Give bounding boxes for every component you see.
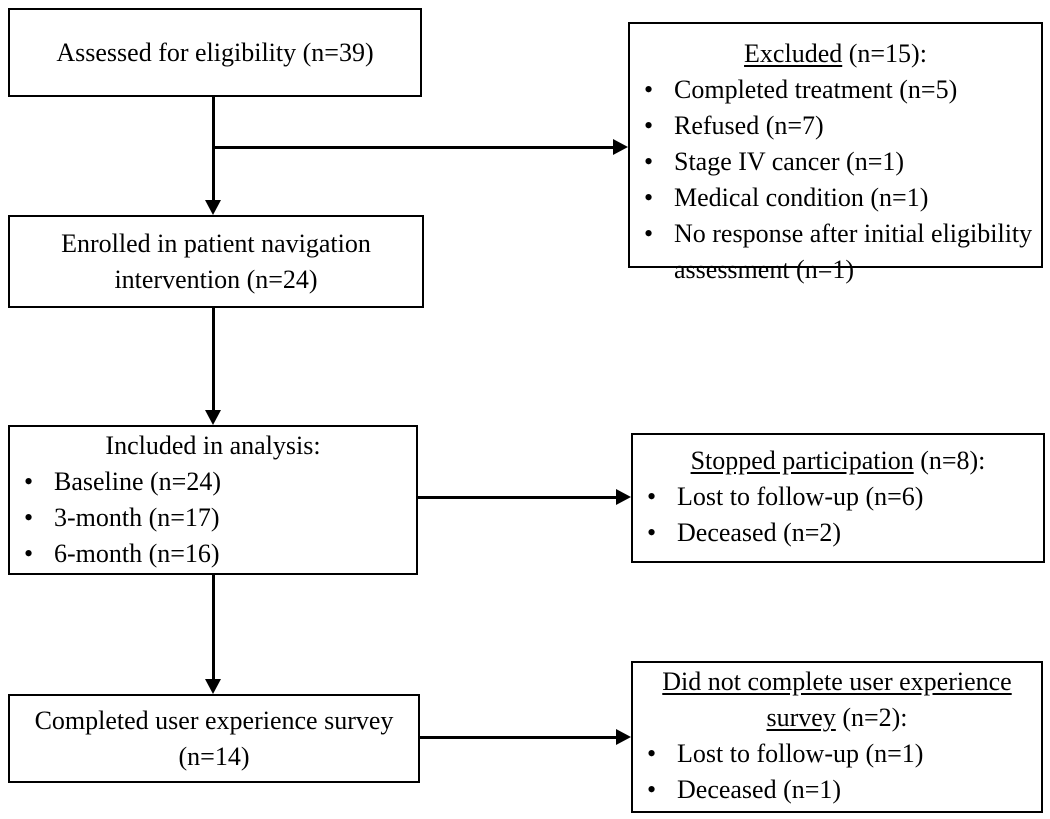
- arrowhead-right-excluded: [613, 139, 628, 155]
- box-not-completed-title-rest: (n=2):: [835, 703, 908, 732]
- arrowhead-right-stopped: [616, 489, 631, 505]
- bullet-icon: •: [647, 518, 657, 547]
- bullet-icon: •: [647, 775, 657, 804]
- bullet-item: • 3-month (n=17): [10, 500, 416, 536]
- bullet-text: Medical condition (n=1): [674, 183, 929, 212]
- box-excluded-title-underlined: Excluded: [744, 39, 843, 68]
- box-not-completed-title: Did not complete user experience survey …: [633, 664, 1041, 736]
- arrowhead-down-included: [205, 410, 221, 425]
- connector-assessed-to-enrolled: [212, 97, 215, 205]
- box-not-completed-survey: Did not complete user experience survey …: [631, 661, 1043, 813]
- connector-included-to-stopped: [416, 496, 618, 499]
- bullet-icon: •: [644, 75, 654, 104]
- bullet-item: • Medical condition (n=1): [630, 180, 1041, 216]
- bullet-icon: •: [24, 539, 34, 568]
- bullet-item: • Completed treatment (n=5): [630, 72, 1041, 108]
- bullet-icon: •: [647, 739, 657, 768]
- box-excluded-title: Excluded (n=15):: [630, 36, 1041, 72]
- bullet-text: Lost to follow-up (n=6): [677, 482, 924, 511]
- bullet-item: • Baseline (n=24): [10, 464, 416, 500]
- bullet-text: Deceased (n=2): [677, 518, 842, 547]
- bullet-text: 3-month (n=17): [54, 503, 220, 532]
- bullet-item: • Lost to follow-up (n=6): [633, 479, 1043, 515]
- bullet-text: Completed treatment (n=5): [674, 75, 958, 104]
- bullet-icon: •: [644, 147, 654, 176]
- box-included-analysis: Included in analysis: • Baseline (n=24) …: [8, 425, 418, 575]
- bullet-item: • Refused (n=7): [630, 108, 1041, 144]
- box-excluded-title-rest: (n=15):: [842, 39, 927, 68]
- arrowhead-right-not-completed: [616, 729, 631, 745]
- connector-enrolled-to-included: [212, 308, 215, 414]
- box-enrolled-text: Enrolled in patient navigation intervent…: [61, 228, 371, 294]
- box-enrolled: Enrolled in patient navigation intervent…: [8, 215, 424, 308]
- bullet-text: Baseline (n=24): [54, 467, 222, 496]
- box-assessed-eligibility: Assessed for eligibility (n=39): [8, 8, 422, 97]
- bullet-item: • Lost to follow-up (n=1): [633, 736, 1041, 772]
- box-completed-text: Completed user experience survey (n=14): [34, 705, 394, 771]
- connector-branch-to-excluded: [212, 146, 616, 149]
- bullet-icon: •: [647, 482, 657, 511]
- box-not-completed-title-underlined: Did not complete user experience survey: [662, 667, 1012, 732]
- box-completed-survey: Completed user experience survey (n=14): [8, 694, 420, 783]
- bullet-icon: •: [644, 219, 654, 248]
- bullet-text: Lost to follow-up (n=1): [677, 739, 924, 768]
- box-stopped-title-rest: (n=8):: [913, 446, 986, 475]
- box-stopped-title-underlined: Stopped participation: [690, 446, 914, 475]
- box-stopped-title: Stopped participation (n=8):: [633, 443, 1043, 479]
- bullet-item: • 6-month (n=16): [10, 536, 416, 572]
- bullet-text: Stage IV cancer (n=1): [674, 147, 905, 176]
- bullet-icon: •: [644, 183, 654, 212]
- bullet-item: • Deceased (n=1): [633, 772, 1041, 808]
- box-excluded: Excluded (n=15): • Completed treatment (…: [628, 22, 1043, 284]
- bullet-text: Deceased (n=1): [677, 775, 842, 804]
- bullet-text: 6-month (n=16): [54, 539, 220, 568]
- box-stopped-participation: Stopped participation (n=8): • Lost to f…: [631, 433, 1045, 563]
- bullet-icon: •: [24, 503, 34, 532]
- arrowhead-down-completed: [205, 679, 221, 694]
- bullet-item: • No response after initial eligibility …: [630, 216, 1041, 288]
- bullet-icon: •: [644, 111, 654, 140]
- connector-included-to-completed: [212, 575, 215, 683]
- box-assessed-text: Assessed for eligibility (n=39): [56, 37, 374, 67]
- box-included-title: Included in analysis:: [105, 431, 321, 460]
- bullet-item: • Deceased (n=2): [633, 515, 1043, 551]
- bullet-text: Refused (n=7): [674, 111, 824, 140]
- bullet-text: No response after initial eligibility as…: [674, 219, 1033, 284]
- bullet-item: • Stage IV cancer (n=1): [630, 144, 1041, 180]
- arrowhead-down-enrolled: [205, 200, 221, 215]
- bullet-icon: •: [24, 467, 34, 496]
- connector-completed-to-not-completed: [418, 736, 618, 739]
